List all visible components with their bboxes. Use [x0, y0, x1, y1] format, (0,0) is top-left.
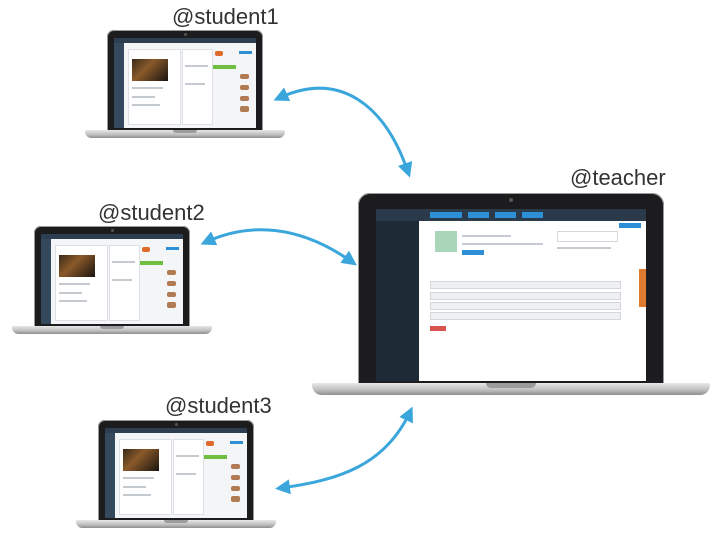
- arrow-student2-teacher: [200, 228, 357, 266]
- screen-post: [182, 48, 213, 125]
- screen-red-button: [430, 325, 447, 332]
- laptop-notch: [486, 383, 536, 388]
- table-row: [430, 312, 621, 321]
- avatar: [141, 246, 151, 252]
- text-line: [123, 494, 152, 497]
- screen-blue-button: [462, 250, 484, 256]
- laptop-base: [12, 326, 212, 334]
- laptop-notch: [164, 520, 188, 523]
- avatar: [167, 291, 176, 297]
- text-line: [462, 234, 511, 237]
- camera: [184, 33, 187, 36]
- text-line: [185, 83, 206, 85]
- avatar: [205, 440, 215, 446]
- text-line: [59, 291, 83, 294]
- avatar: [240, 95, 249, 101]
- teacher-screen: [376, 209, 646, 381]
- screen-green-bar: [140, 261, 164, 265]
- teacher-laptop: [312, 193, 710, 403]
- laptop-base: [85, 130, 285, 138]
- text-line: [176, 454, 200, 457]
- screen-blue-button: [619, 222, 641, 228]
- avatar: [231, 485, 240, 491]
- screen-green-bar: [213, 65, 237, 69]
- screen-post: [119, 438, 173, 515]
- avatar: [231, 496, 240, 502]
- screen-topbar: [105, 428, 247, 434]
- screen-input: [556, 231, 619, 242]
- avatar: [167, 302, 176, 308]
- screen-post: [128, 48, 182, 125]
- camera: [111, 229, 114, 232]
- avatar: [167, 280, 176, 287]
- screen-topbar: [41, 234, 183, 240]
- student1-label: @student1: [172, 4, 279, 29]
- screen-tab: [467, 211, 490, 219]
- text-line: [123, 485, 147, 488]
- arrow-student1-teacher: [273, 86, 413, 178]
- student2-laptop: [12, 226, 212, 336]
- screen-blue-button: [165, 246, 179, 251]
- screen-post: [55, 244, 109, 321]
- screen-side-tag: [639, 269, 646, 308]
- text-line: [132, 86, 163, 89]
- student1-screen: [114, 38, 256, 128]
- screen-blue-button: [229, 440, 243, 445]
- teacher-label: @teacher: [570, 165, 666, 190]
- screen-sidebar: [114, 43, 124, 128]
- text-line: [112, 279, 133, 281]
- table-row: [430, 291, 621, 300]
- text-line: [123, 476, 154, 479]
- avatar: [240, 106, 249, 112]
- screen-tab: [430, 211, 463, 219]
- screen-photo: [123, 448, 160, 471]
- laptop-notch: [100, 326, 124, 329]
- student2-screen: [41, 234, 183, 324]
- text-line: [59, 300, 88, 303]
- student3-laptop: [76, 420, 276, 530]
- table-row: [430, 281, 621, 290]
- avatar: [214, 50, 224, 56]
- laptop-base: [312, 383, 710, 395]
- text-line: [462, 243, 544, 246]
- screen-blue-button: [238, 50, 252, 55]
- student3-screen: [105, 428, 247, 518]
- avatar: [240, 74, 249, 80]
- table-row: [430, 301, 621, 310]
- arrow-student3-teacher: [275, 406, 413, 495]
- avatar: [231, 464, 240, 470]
- lesson-icon: [435, 231, 457, 252]
- screen-green-bar: [204, 455, 228, 459]
- text-line: [556, 246, 611, 249]
- screen-sidebar: [105, 433, 115, 518]
- screen-sidebar: [41, 239, 51, 324]
- student3-label: @student3: [165, 393, 272, 418]
- text-line: [112, 260, 136, 263]
- student2-label: @student2: [98, 200, 205, 225]
- avatar: [240, 84, 249, 91]
- student1-laptop: [85, 30, 285, 140]
- screen-photo: [59, 254, 96, 277]
- screen-tab: [494, 211, 517, 219]
- camera: [175, 423, 178, 426]
- text-line: [132, 104, 161, 107]
- camera: [509, 198, 513, 202]
- screen-post: [173, 438, 204, 515]
- screen-photo: [132, 58, 169, 81]
- text-line: [176, 473, 197, 475]
- screen-tab: [521, 211, 544, 219]
- screen-topbar: [114, 38, 256, 44]
- laptop-base: [76, 520, 276, 528]
- avatar: [231, 474, 240, 481]
- laptop-notch: [173, 130, 197, 133]
- text-line: [59, 282, 90, 285]
- text-line: [185, 64, 209, 67]
- screen-sidebar: [376, 221, 420, 381]
- avatar: [167, 270, 176, 276]
- text-line: [132, 95, 156, 98]
- screen-post: [109, 244, 140, 321]
